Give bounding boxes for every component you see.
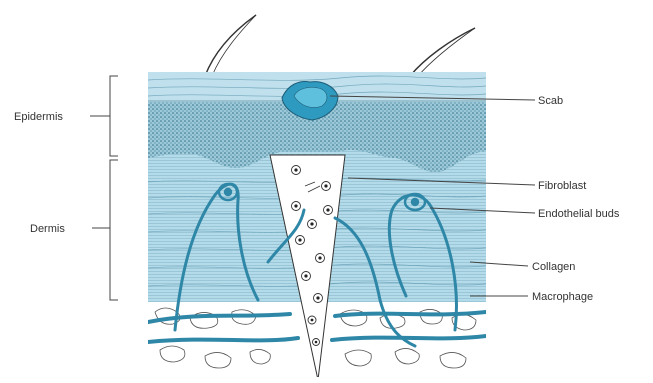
- label-collagen: Collagen: [532, 261, 575, 273]
- label-scab: Scab: [538, 95, 563, 107]
- hairs: [205, 15, 475, 76]
- label-endothelial-buds: Endothelial buds: [538, 208, 620, 220]
- epidermis-bracket: [90, 76, 118, 156]
- dermis-bracket: [92, 160, 118, 300]
- label-fibroblast: Fibroblast: [538, 180, 586, 192]
- label-macrophage: Macrophage: [532, 291, 593, 303]
- label-dermis: Dermis: [30, 223, 65, 235]
- label-epidermis: Epidermis: [14, 111, 63, 123]
